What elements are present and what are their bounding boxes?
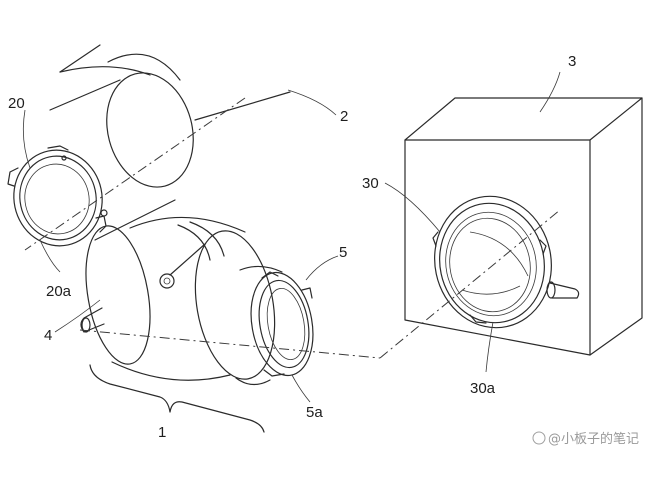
watermark-text: @小板子的笔记 bbox=[548, 431, 639, 447]
lens-unit bbox=[7, 44, 291, 247]
label-1: 1 bbox=[158, 424, 166, 441]
optical-axis-1 bbox=[24, 97, 246, 251]
label-5: 5 bbox=[339, 244, 347, 261]
label-2: 2 bbox=[340, 108, 348, 125]
optical-axis-3 bbox=[379, 209, 561, 359]
watermark: @小板子的笔记 bbox=[532, 431, 639, 447]
label-20: 20 bbox=[8, 95, 25, 112]
optical-axis-2 bbox=[79, 329, 381, 359]
leader-lines bbox=[22, 71, 561, 403]
camera-body bbox=[404, 97, 643, 356]
label-20a: 20a bbox=[46, 283, 72, 300]
label-30a: 30a bbox=[470, 380, 496, 397]
bracket-1 bbox=[89, 364, 265, 433]
weibo-icon bbox=[532, 431, 546, 445]
mount-adapter bbox=[80, 216, 314, 386]
label-4: 4 bbox=[44, 327, 52, 344]
label-3: 3 bbox=[568, 53, 576, 70]
label-30: 30 bbox=[362, 175, 379, 192]
label-5a: 5a bbox=[306, 404, 323, 421]
